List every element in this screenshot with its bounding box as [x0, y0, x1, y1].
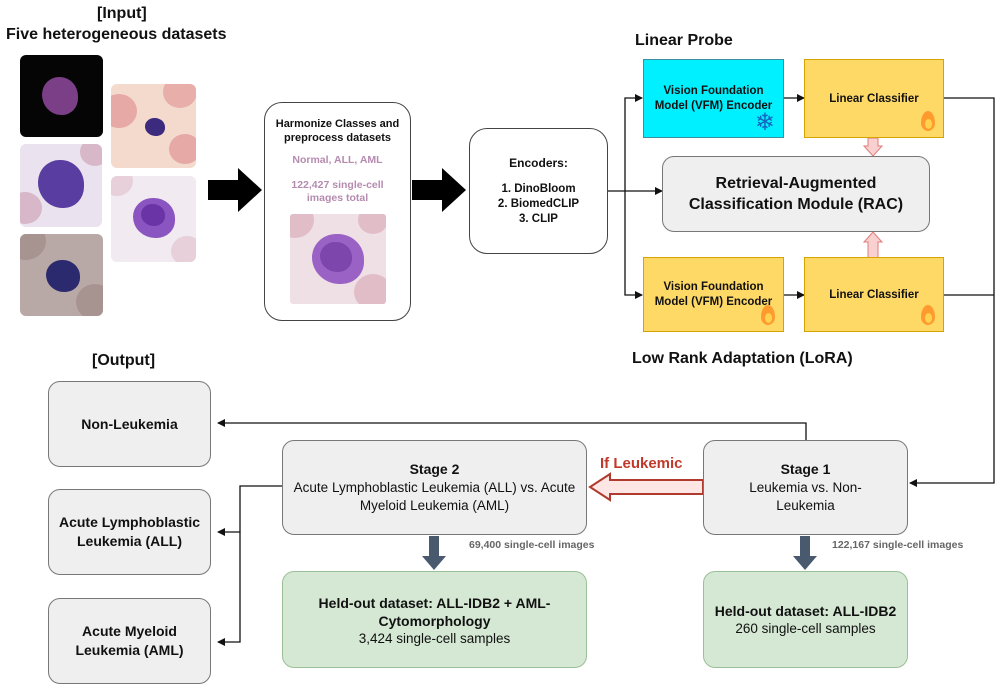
output-all: Acute Lymphoblastic Leukemia (ALL) [48, 489, 211, 575]
stage1-heldout-title: Held-out dataset: ALL-IDB2 [714, 603, 897, 619]
stage2-heldout-title: Held-out dataset: ALL-IDB2 + AML-Cytomor… [318, 594, 551, 629]
output-heading: [Output] [92, 352, 156, 369]
fire-icon [761, 305, 775, 325]
linear-classifier-probe: Linear Classifier [804, 59, 944, 138]
stage2-title: Stage 2 [409, 460, 460, 477]
encoder-item: 2. BiomedCLIP [497, 197, 580, 210]
linear-classifier-lora: Linear Classifier [804, 257, 944, 332]
vfm-encoder-label: Vision Foundation Model (VFM) Encoder [654, 84, 773, 112]
stage2-body: Acute Lymphoblastic Leukemia (ALL) vs. A… [293, 479, 576, 513]
stage2-heldout: Held-out dataset: ALL-IDB2 + AML-Cytomor… [282, 571, 587, 668]
stage1-heldout-samples: 260 single-cell samples [735, 621, 876, 636]
input-heading: [Input] [97, 5, 147, 22]
vfm-encoder-frozen: Vision Foundation Model (VFM) Encoder ❄ [643, 59, 784, 138]
stage2-heldout-samples: 3,424 single-cell samples [358, 630, 511, 646]
output-non-leukemia-label: Non-Leukemia [81, 416, 178, 432]
if-leukemic-arrow [588, 472, 704, 502]
encoder-item: 1. DinoBloom [501, 182, 576, 195]
big-arrow-input [208, 168, 262, 212]
rac-arrow-bottom [862, 231, 884, 259]
lora-heading: Low Rank Adaptation (LoRA) [632, 350, 853, 367]
stage1-count: 122,167 single-cell images [832, 539, 964, 551]
output-all-label: Acute Lymphoblastic Leukemia (ALL) [58, 514, 201, 549]
input-subheading: Five heterogeneous datasets [6, 26, 227, 43]
stage2-box: Stage 2 Acute Lymphoblastic Leukemia (AL… [282, 440, 587, 535]
vfm-encoder-label: Vision Foundation Model (VFM) Encoder [654, 280, 773, 308]
if-leukemic-label: If Leukemic [600, 455, 683, 472]
vfm-encoder-lora: Vision Foundation Model (VFM) Encoder [643, 257, 784, 332]
down-arrow-stage2 [422, 536, 446, 570]
stage1-body: Leukemia vs. Non-Leukemia [749, 479, 862, 513]
rac-label: Retrieval-Augmented Classification Modul… [688, 175, 904, 213]
harmonize-cell-image [289, 214, 386, 304]
down-arrow-stage1 [793, 536, 817, 570]
cell-image-5 [20, 234, 103, 316]
cell-image-3 [20, 144, 102, 227]
cell-image-2 [111, 84, 196, 168]
linear-classifier-label: Linear Classifier [829, 288, 919, 301]
output-aml-label: Acute Myeloid Leukemia (AML) [75, 623, 184, 658]
fire-icon [921, 111, 935, 131]
output-aml: Acute Myeloid Leukemia (AML) [48, 598, 211, 684]
stage1-title: Stage 1 [780, 460, 831, 477]
harmonize-count: 122,427 single-cell images total [291, 179, 384, 204]
encoder-item: 3. CLIP [519, 212, 558, 225]
linear-classifier-label: Linear Classifier [829, 92, 919, 105]
stage2-count: 69,400 single-cell images [469, 539, 595, 551]
snowflake-icon: ❄ [754, 109, 775, 136]
cell-image-1 [20, 55, 103, 137]
rac-arrow-top [862, 137, 884, 157]
stage1-box: Stage 1 Leukemia vs. Non-Leukemia [703, 440, 908, 535]
encoders-box: Encoders: 1. DinoBloom 2. BiomedCLIP 3. … [469, 128, 608, 254]
output-non-leukemia: Non-Leukemia [48, 381, 211, 467]
harmonize-title: Harmonize Classes and preprocess dataset… [275, 118, 400, 144]
linear-probe-heading: Linear Probe [635, 32, 733, 49]
cell-image-4 [111, 176, 196, 262]
harmonize-box: Harmonize Classes and preprocess dataset… [264, 102, 411, 321]
encoders-title: Encoders: [509, 155, 568, 170]
fire-icon [921, 305, 935, 325]
rac-module: Retrieval-Augmented Classification Modul… [662, 156, 930, 232]
big-arrow-harmonize [412, 168, 466, 212]
stage1-heldout: Held-out dataset: ALL-IDB2 260 single-ce… [703, 571, 908, 668]
harmonize-classes: Normal, ALL, AML [292, 154, 383, 166]
